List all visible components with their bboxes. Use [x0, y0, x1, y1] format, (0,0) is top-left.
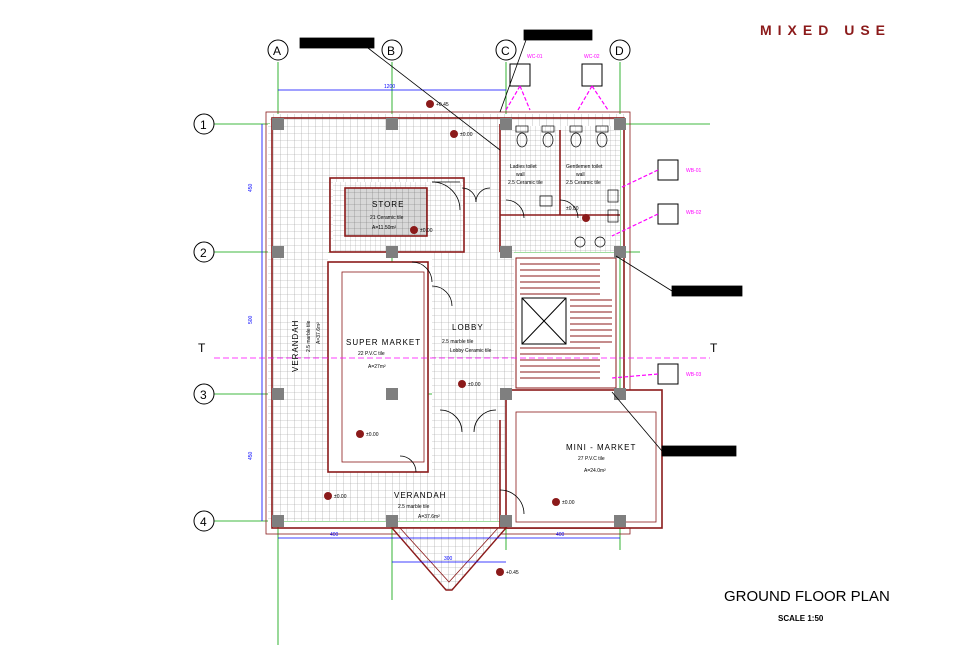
walls — [265, 111, 663, 535]
room-mini-market-area: A=24.0m² — [584, 468, 606, 474]
grid-bubble-4: 4 — [193, 510, 215, 532]
level-marker-4: ±0.00 — [468, 382, 481, 388]
room-store-area: A=11.50m² — [372, 225, 397, 231]
room-ladies-wc-extra: 2.5 Ceramic tile — [508, 180, 543, 186]
room-verandah-front-name: VERANDAH — [394, 491, 446, 500]
grid-bubble-b: B — [381, 39, 403, 61]
level-markers: +0.45 ±0.00 ±0.00 ±0.00 ±0.00 ±0.00 ±0.0… — [324, 100, 590, 576]
grid-label-3: 3 — [200, 388, 207, 402]
dimension-top: 1200 — [384, 84, 395, 90]
fixture-tag-2: WC-02 — [584, 54, 600, 60]
room-gents-wc-name: Gentlemen toilet — [566, 164, 603, 170]
grid-label-d: D — [615, 44, 624, 58]
dimension-lines — [261, 89, 620, 563]
staircase — [515, 257, 617, 389]
room-verandah-side-finish: 2.5 marble tile — [306, 320, 312, 352]
level-marker-5: ±0.00 — [366, 432, 379, 438]
dimension-bottom-right: 400 — [556, 532, 565, 538]
level-marker-2: ±0.00 — [460, 132, 473, 138]
section-mark-left: T — [198, 341, 206, 355]
room-verandah-side-name: VERANDAH — [291, 320, 300, 372]
dimension-bottom-left: 400 — [330, 532, 339, 538]
room-ladies-wc-finish: wall — [516, 172, 525, 178]
room-gents-wc-extra: 2.5 Ceramic tile — [566, 180, 601, 186]
grid-bubble-3: 3 — [193, 383, 215, 405]
room-lobby-extra: Lobby Ceramic tile — [450, 348, 492, 354]
room-lobby-finish: 2.5 marble tile — [442, 339, 474, 345]
room-store-name: STORE — [372, 200, 404, 209]
grid-label-4: 4 — [200, 515, 207, 529]
grid-label-2: 2 — [200, 246, 207, 260]
grid-label-a: A — [273, 44, 281, 58]
grid-label-b: B — [387, 44, 395, 58]
room-mini-market-finish: 27 P.V.C tile — [578, 456, 605, 462]
dimension-entry: 300 — [444, 556, 453, 562]
room-verandah-side-area: A=37.6m² — [316, 322, 322, 344]
callout-leaders — [299, 29, 743, 457]
room-ladies-wc-name: Ladies toilet — [510, 164, 537, 170]
dimension-side-upper: 450 — [248, 183, 254, 192]
level-marker-8: ±0.00 — [566, 206, 579, 212]
grid-bubble-1: 1 — [193, 113, 215, 135]
columns — [272, 118, 626, 527]
room-super-market-area: A=27m² — [368, 364, 386, 370]
room-verandah-front-area: A=37.6m² — [418, 514, 440, 520]
room-verandah-front-finish: 2.5 marble tile — [398, 504, 430, 510]
drawing-header-title: MIXED USE — [760, 22, 892, 38]
room-labels: STORE 21 Ceramic tile A=11.50m² SUPER MA… — [291, 164, 636, 520]
fixture-tag-5: WB-03 — [686, 372, 702, 378]
level-marker-6: ±0.00 — [334, 494, 347, 500]
grid-bubble-c: C — [495, 39, 517, 61]
room-gents-wc-finish: wall — [576, 172, 585, 178]
grid-label-c: C — [501, 44, 510, 58]
dimension-side-lower: 450 — [248, 451, 254, 460]
level-marker-3: ±0.00 — [420, 228, 433, 234]
grid-bubble-d: D — [609, 39, 631, 61]
fixture-tag-3: WB-01 — [686, 168, 702, 174]
level-marker-9: +0.45 — [506, 570, 519, 576]
room-super-market-name: SUPER MARKET — [346, 338, 421, 347]
fixture-tag-1: WC-01 — [527, 54, 543, 60]
plan-scale: SCALE 1:50 — [778, 614, 824, 623]
grid-bubble-a: A — [267, 39, 289, 61]
level-marker-7: ±0.00 — [562, 500, 575, 506]
dimension-side-mid: 500 — [248, 315, 254, 324]
plan-title: GROUND FLOOR PLAN — [724, 588, 890, 605]
doors — [399, 181, 579, 515]
sanitary-fixtures — [515, 125, 619, 248]
fixture-tags — [505, 63, 679, 385]
room-super-market-finish: 22 P.V.C tile — [358, 351, 385, 357]
level-marker-1: +0.45 — [436, 102, 449, 108]
room-lobby-name: LOBBY — [452, 323, 484, 332]
entrance-porch — [390, 527, 508, 591]
grid-bubble-2: 2 — [193, 241, 215, 263]
fixture-tag-4: WB-02 — [686, 210, 702, 216]
section-mark-right: T — [710, 341, 718, 355]
grid-label-1: 1 — [200, 118, 207, 132]
room-mini-market-name: MINI - MARKET — [566, 443, 636, 452]
room-store-finish: 21 Ceramic tile — [370, 215, 404, 221]
